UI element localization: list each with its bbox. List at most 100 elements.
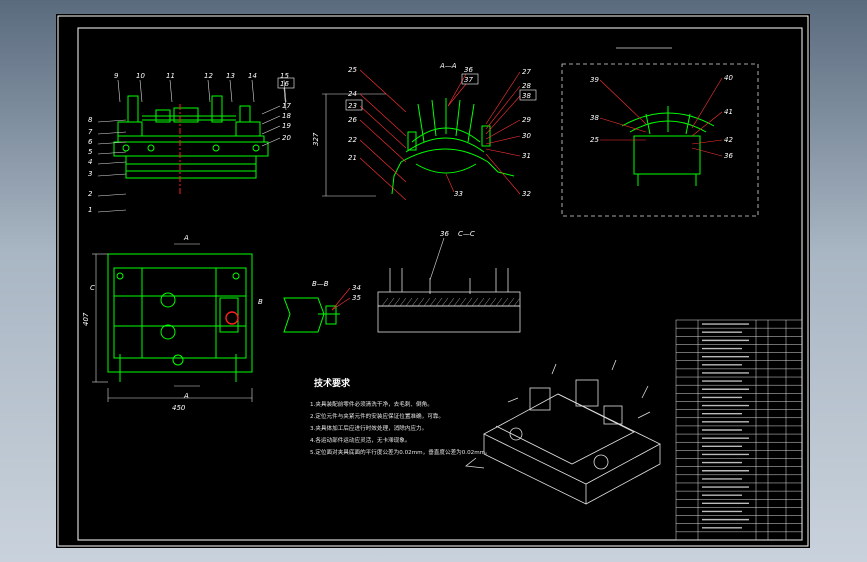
detail-leader-40: [691, 77, 723, 129]
top-view-dimension-height: 407: [82, 312, 90, 326]
aa-label-25: 25: [348, 66, 357, 74]
section-bb-labels: B—B 34 35: [312, 280, 361, 302]
front-leader-7: [97, 131, 127, 135]
aa-label-29: 29: [522, 116, 531, 124]
aa-label-top-36: 36: [464, 66, 473, 74]
top-view: [107, 253, 253, 382]
front-label-8: 8: [88, 116, 93, 124]
detail-leader-38: [599, 117, 647, 133]
bb-label-34: 34: [352, 284, 361, 292]
aa-label-38-box: [519, 89, 537, 101]
front-label-20: 20: [282, 134, 291, 142]
parts-list-title-block: [675, 319, 803, 541]
top-view-arrow-left: C: [90, 284, 95, 292]
aa-leader-30: [485, 135, 521, 145]
front-leader-10: [139, 79, 143, 103]
aa-leader-21: [359, 157, 407, 201]
aa-label-23: 23: [348, 102, 357, 110]
cc-hatch-line: [495, 297, 503, 307]
section-cc-labels: C—C36: [440, 230, 475, 238]
aa-label-21: 21: [348, 154, 357, 162]
cc-hatch-line: [477, 297, 485, 307]
front-label-16-box: [277, 77, 295, 89]
front-leader-14: [251, 79, 255, 103]
cc-hatch-line: [417, 297, 425, 307]
front-label-10: 10: [136, 72, 145, 80]
tech-item-4: 4.各运动部件运动应灵活，无卡滞现象。: [310, 436, 410, 444]
top-view-highlight: [225, 311, 239, 325]
front-leader-9: [117, 79, 121, 103]
section-bb-leaders: [331, 287, 351, 311]
aa-leader-23: [359, 105, 407, 149]
front-label-9: 9: [114, 72, 119, 80]
bb-leader-35: [331, 297, 351, 311]
front-leader-16: [283, 87, 287, 111]
front-leader-12: [207, 79, 211, 103]
section-bb-title: B—B: [312, 280, 329, 288]
section-cc-view: [377, 268, 521, 333]
aa-label-top-37: 37: [464, 76, 473, 84]
front-leader-2: [97, 193, 127, 197]
aa-leader-28: [485, 85, 521, 130]
cc-hatch-line: [441, 297, 449, 307]
front-label-1: 1: [88, 206, 92, 214]
section-bb-view: [283, 297, 340, 333]
detail-leader-36: [691, 147, 723, 157]
cc-label-36: 36: [440, 230, 449, 238]
aa-label-23-box: [345, 99, 363, 111]
aa-leader-33: [445, 173, 455, 193]
cc-hatch-line: [381, 297, 389, 307]
section-aa-title: A—A: [439, 62, 457, 70]
aa-label-26: 26: [348, 116, 357, 124]
cc-hatch-line: [483, 297, 491, 307]
cc-hatch-line: [447, 297, 455, 307]
aa-leader-26: [359, 119, 407, 163]
technical-requirements: 技术要求 1.夹具装配前零件必须清洗干净，去毛刺、倒角。 2.定位元件与夹紧元件…: [310, 377, 491, 456]
cc-hatch-line: [465, 297, 473, 307]
outer-border: [57, 15, 809, 547]
detail-label-41: 41: [724, 108, 733, 116]
detail-frame: [561, 63, 759, 217]
front-leader-13: [229, 79, 233, 103]
aa-label-top-37-box: [461, 73, 479, 85]
detail-label-39: 39: [590, 76, 599, 84]
aa-label-22: 22: [348, 136, 357, 144]
section-aa-dimension-value: 327: [312, 132, 320, 146]
bb-label-35: 35: [352, 294, 361, 302]
aa-label-32: 32: [522, 190, 531, 198]
top-view-arrow-top: A: [183, 234, 189, 242]
front-label-15: 15: [280, 72, 289, 80]
front-label-13: 13: [226, 72, 235, 80]
inner-border: [77, 27, 803, 541]
isometric-view: [464, 359, 661, 505]
top-view-dimension-width: 450: [172, 404, 186, 412]
aa-label-24: 24: [348, 90, 357, 98]
aa-leader-top-37: [447, 83, 467, 107]
detail-label-42: 42: [724, 136, 733, 144]
front-label-5: 5: [88, 148, 93, 156]
tech-item-1: 1.夹具装配前零件必须清洗干净，去毛刺、倒角。: [310, 400, 433, 408]
top-view-arrow-right: B: [258, 298, 263, 306]
cc-hatch-line: [513, 297, 521, 307]
bb-leader-34: [331, 287, 351, 311]
front-leader-15: [283, 79, 287, 103]
section-aa-view: [391, 98, 515, 195]
top-view-dimensions: [92, 243, 253, 402]
front-leader-5: [97, 151, 127, 155]
aa-leader-top-36: [447, 73, 467, 107]
front-label-17: 17: [282, 102, 291, 110]
top-view-arrow-bottom: A: [183, 392, 189, 400]
detail-view: [621, 106, 715, 186]
detail-leader-39: [599, 79, 647, 125]
cc-hatch-line: [453, 297, 461, 307]
front-leader-8: [97, 119, 127, 123]
detail-label-40: 40: [724, 74, 733, 82]
front-label-14: 14: [248, 72, 257, 80]
cc-hatch-line: [501, 297, 509, 307]
aa-leader-27: [485, 71, 521, 125]
front-label-18: 18: [282, 112, 291, 120]
